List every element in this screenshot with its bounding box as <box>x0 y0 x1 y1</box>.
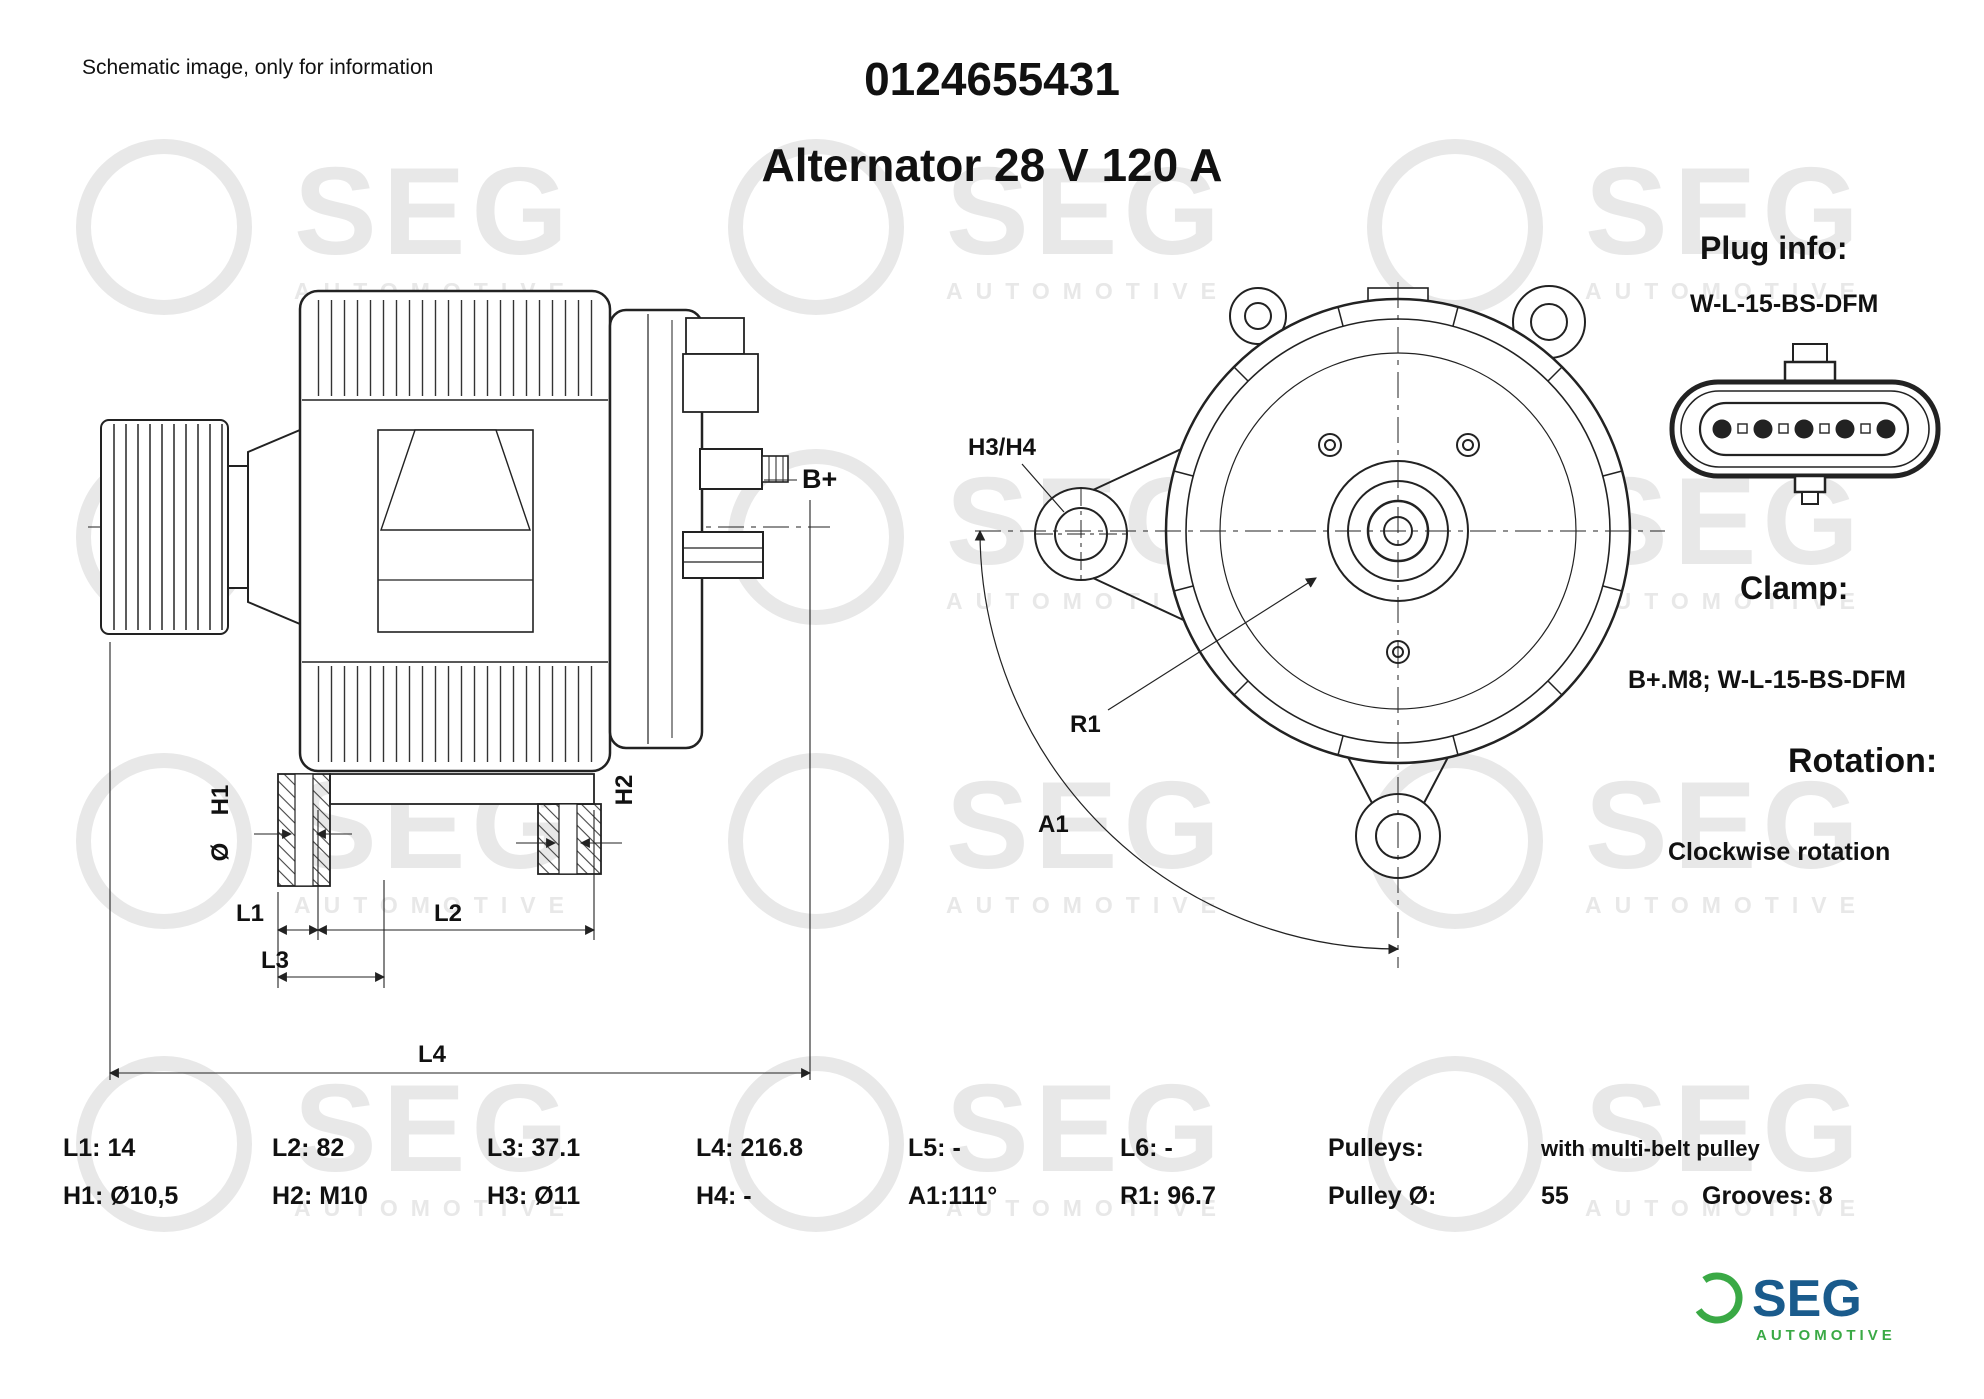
dim-label-b-plus: B+ <box>802 464 837 494</box>
dim-label-r1: R1 <box>1070 711 1101 738</box>
logo-subtitle: AUTOMOTIVE <box>1756 1327 1896 1344</box>
h3h4-leader-line <box>1021 463 1065 513</box>
dim-label-a1: A1 <box>1038 811 1069 838</box>
product-title: Alternator 28 V 120 A <box>761 139 1223 191</box>
plug-info-value: W-L-15-BS-DFM <box>1690 290 1879 318</box>
clamp-value: B+.M8; W-L-15-BS-DFM <box>1628 666 1906 694</box>
dim-label-l3: L3 <box>261 947 289 974</box>
spec-h1: H1: Ø10,5 <box>63 1182 179 1210</box>
logo-ring-icon <box>1691 1272 1743 1324</box>
dim-label-h3-h4: H3/H4 <box>968 434 1037 461</box>
spec-pulley-diameter-label: Pulley Ø: <box>1328 1182 1437 1210</box>
clamp-heading: Clamp: <box>1740 570 1849 606</box>
drive-end-bracket <box>247 428 301 626</box>
spec-h2: H2: M10 <box>272 1182 368 1210</box>
seg-automotive-logo: SEG AUTOMOTIVE <box>1690 1256 1970 1353</box>
a1-angle-arc <box>974 529 1400 955</box>
spec-a1: A1:111° <box>908 1182 998 1210</box>
front-view-labels: H3/H4 R1 A1 <box>968 434 1101 838</box>
plug-connector-drawing <box>1669 343 1941 505</box>
spec-l5: L5: - <box>908 1134 961 1162</box>
spec-pulley-note: with multi-belt pulley <box>1541 1136 1760 1161</box>
side-view-drawing <box>88 289 830 887</box>
spec-l1: L1: 14 <box>63 1134 136 1162</box>
plug-pin <box>1753 419 1773 439</box>
dim-label-l1: L1 <box>236 900 264 927</box>
dim-label-diameter: Ø <box>207 843 234 862</box>
dim-label-l2: L2 <box>434 900 462 927</box>
b-plus-terminal <box>699 448 763 490</box>
spec-l2: L2: 82 <box>272 1134 345 1162</box>
dim-label-h2: H2 <box>611 775 638 806</box>
part-number-title: 0124655431 <box>864 53 1120 105</box>
side-view-dimensions <box>109 479 811 1080</box>
spec-pulleys-label: Pulleys: <box>1328 1134 1424 1162</box>
front-view-drawing <box>975 282 1665 968</box>
dim-label-l4: L4 <box>418 1041 447 1068</box>
rotation-heading: Rotation: <box>1788 742 1938 780</box>
r1-leader-line <box>1107 577 1317 711</box>
spec-h4: H4: - <box>696 1182 752 1210</box>
plug-pin <box>1794 419 1814 439</box>
dim-label-h1: H1 <box>207 785 234 816</box>
rear-bracket <box>608 308 704 750</box>
logo-name: SEG <box>1752 1270 1862 1328</box>
spec-r1: R1: 96.7 <box>1120 1182 1216 1210</box>
spec-l6: L6: - <box>1120 1134 1173 1162</box>
plug-pin <box>1876 419 1896 439</box>
plug-pin <box>1712 419 1732 439</box>
plug-pin <box>1835 419 1855 439</box>
spec-l3: L3: 37.1 <box>487 1134 581 1162</box>
spec-l4: L4: 216.8 <box>696 1134 804 1162</box>
spec-h3: H3: Ø11 <box>487 1182 581 1210</box>
disclaimer-text: Schematic image, only for information <box>82 56 434 79</box>
spec-grooves: Grooves: 8 <box>1702 1182 1833 1210</box>
plug-info-heading: Plug info: <box>1700 230 1848 266</box>
front-view-dimensions <box>974 463 1400 955</box>
dfm-connector-side <box>682 531 764 579</box>
rotation-value: Clockwise rotation <box>1668 838 1891 866</box>
spec-pulley-diameter-value: 55 <box>1541 1182 1569 1210</box>
